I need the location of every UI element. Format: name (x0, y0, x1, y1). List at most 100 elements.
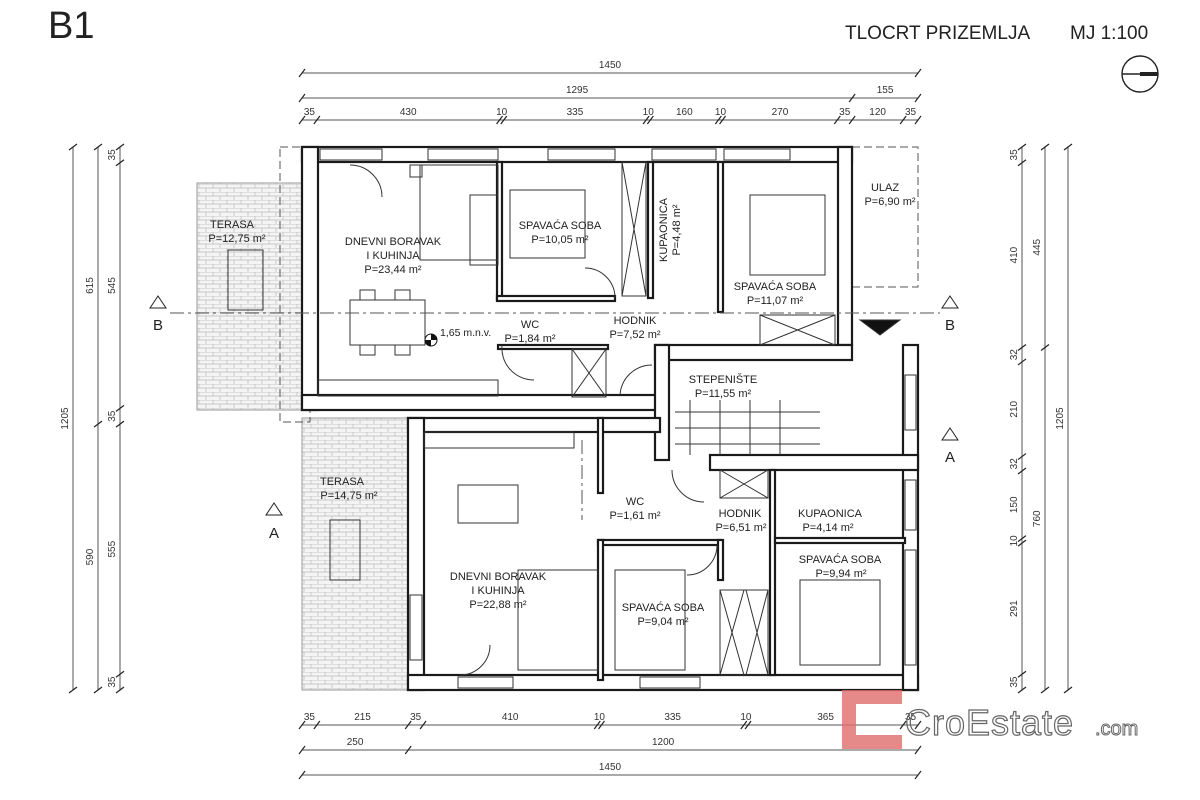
dimension-tick (914, 68, 922, 78)
dimension-tick (1017, 344, 1027, 352)
room-area: P=11,07 m² (747, 295, 804, 307)
dimension-label: 445 (1032, 238, 1043, 255)
dimension-label: 365 (817, 712, 834, 723)
room-area: P=14,75 m² (320, 490, 378, 502)
room-area: P=12,75 m² (208, 233, 266, 245)
dimension-label: 1200 (652, 737, 675, 748)
room-name: STEPENIŠTE (689, 373, 757, 386)
dimension-tick (404, 720, 412, 730)
dimension-tick (93, 143, 103, 151)
dimension-tick (719, 115, 727, 125)
room-name: KUPAONICA (658, 197, 670, 262)
dimension-label: 291 (1009, 600, 1020, 617)
watermark-logo: CroEstate .com (842, 690, 1139, 749)
windows (319, 148, 917, 689)
dimension-label: 35 (905, 712, 917, 723)
room-area: P=4,48 m² (671, 204, 683, 255)
room-area: P=7,52 m² (609, 329, 660, 341)
room-area: P=6,90 m² (864, 196, 915, 208)
dimension-label: 760 (1032, 510, 1043, 527)
room-name: DNEVNI BORAVAK (450, 571, 547, 583)
furniture (227, 161, 902, 676)
dimension-tick (914, 115, 922, 125)
room-name: I KUHINJA (471, 585, 525, 597)
plan-title: TLOCRT PRIZEMLJA (845, 23, 1030, 44)
dimension-tick (1017, 358, 1027, 366)
room-name: I KUHINJA (366, 250, 420, 262)
dimension-tick (899, 720, 907, 730)
section-marker-a-right: A (941, 427, 959, 466)
dimension-label: 35 (839, 107, 851, 118)
dimension-label: 35 (410, 712, 422, 723)
room-area: P=1,84 m² (504, 333, 555, 345)
dimension-label: 32 (1009, 349, 1020, 361)
room-name: KUPAONICA (798, 508, 863, 520)
dimension-tick (68, 143, 78, 151)
dimension-tick (593, 720, 601, 730)
watermark-suffix: .com (1095, 718, 1138, 740)
dimension-label: 250 (347, 737, 364, 748)
dimension-tick (298, 68, 306, 78)
dimension-tick (848, 115, 856, 125)
room-name: HODNIK (719, 508, 762, 520)
dimension-tick (1017, 143, 1027, 151)
dimension-tick (313, 115, 321, 125)
north-arrow-icon (1121, 55, 1159, 93)
dimension-tick (1040, 686, 1050, 694)
dimension-tick (93, 420, 103, 428)
dimension-tick (1063, 686, 1073, 694)
roof-outline-entrance (851, 146, 919, 288)
dimension-label: 35 (905, 107, 917, 118)
roof-outline-left (279, 146, 311, 423)
room-area: P=9,04 m² (637, 616, 688, 628)
dimension-tick (1017, 686, 1027, 694)
level-mark: 1,65 m.n.v. (440, 327, 491, 339)
svg-text:A: A (945, 449, 955, 466)
dimension-label: 1205 (60, 407, 71, 430)
dimension-tick (642, 115, 650, 125)
dimension-label: 10 (1009, 535, 1020, 547)
dimension-label: 35 (304, 107, 316, 118)
dimension-label: 555 (107, 540, 118, 557)
dimension-label: 1450 (599, 60, 622, 71)
terrace-upper (196, 182, 303, 411)
room-name: ULAZ (871, 182, 899, 194)
dimension-tick (115, 143, 125, 151)
section-marker-b-left: B (149, 295, 167, 334)
dimension-label: 35 (304, 712, 316, 723)
dimension-label: 210 (1009, 400, 1020, 417)
room-name: WC (521, 319, 539, 331)
dimension-label: 1205 (1055, 407, 1066, 430)
dimension-label: 545 (107, 277, 118, 294)
dimension-tick (1017, 453, 1027, 461)
svg-text:A: A (269, 525, 279, 542)
dimension-label: 35 (107, 410, 118, 422)
dimension-tick (714, 115, 722, 125)
dimension-label: 160 (676, 107, 693, 118)
dimension-label: 10 (740, 712, 752, 723)
dimension-tick (1017, 159, 1027, 167)
dimension-tick (914, 745, 922, 755)
dimension-tick (298, 720, 306, 730)
dimension-tick (500, 115, 508, 125)
dimension-label: 410 (1009, 246, 1020, 263)
dimension-tick (1017, 539, 1027, 547)
dimension-tick (848, 93, 856, 103)
dimension-label: 32 (1009, 458, 1020, 470)
dimension-label: 335 (664, 712, 681, 723)
sheet-id: B1 (48, 5, 94, 47)
dimension-tick (115, 159, 125, 167)
dimension-label: 410 (502, 712, 519, 723)
room-area: P=4,14 m² (802, 522, 853, 534)
dimension-label: 335 (567, 107, 584, 118)
dimension-tick (115, 420, 125, 428)
dimension-label: 35 (107, 149, 118, 161)
section-marker-b-right: B (941, 295, 959, 334)
dimension-label: 35 (107, 676, 118, 688)
dimension-tick (740, 720, 748, 730)
dimension-label: 35 (1009, 149, 1020, 161)
room-area: P=22,88 m² (469, 599, 527, 611)
dimension-label: 35 (1009, 676, 1020, 688)
dimension-tick (115, 686, 125, 694)
